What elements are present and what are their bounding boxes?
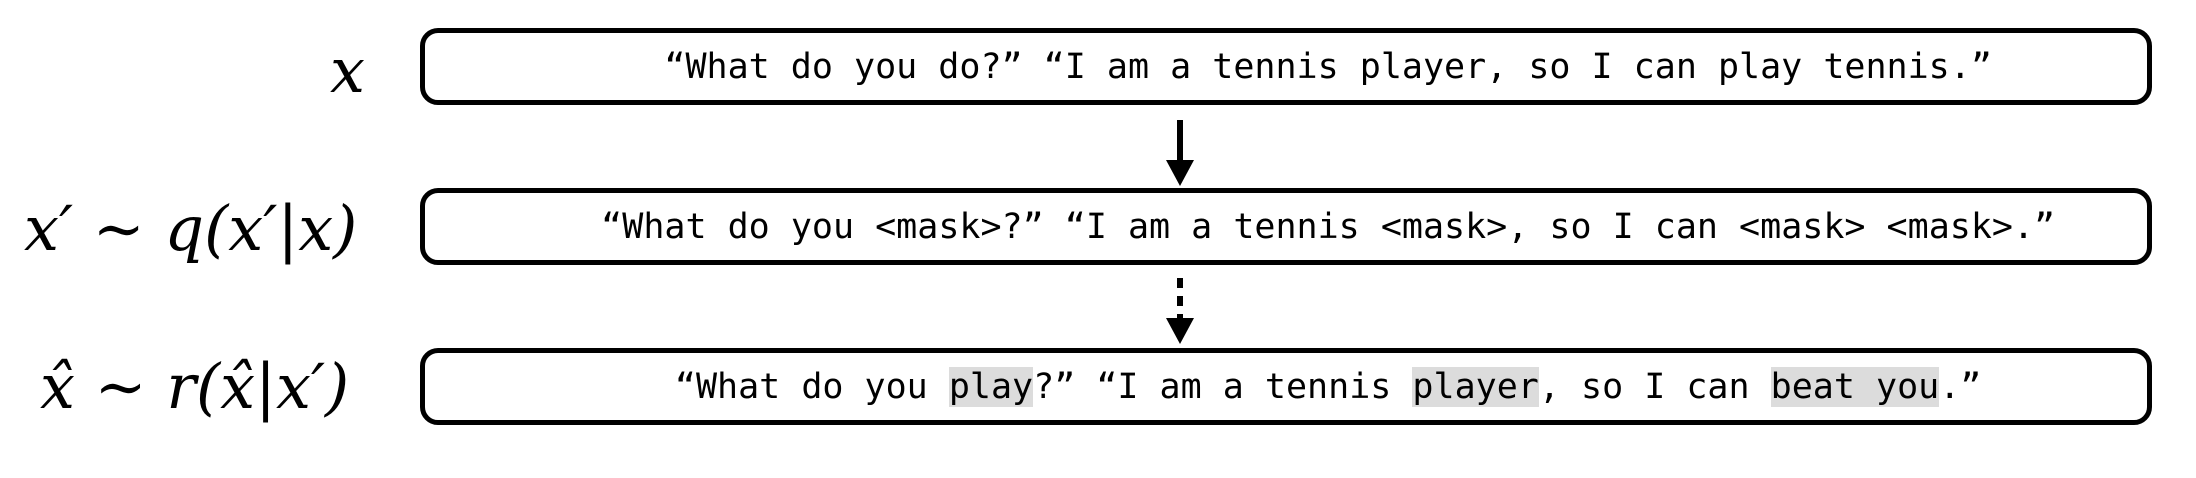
highlighted-segment: player [1412, 366, 1539, 407]
solid-arrow-icon [1166, 120, 1194, 186]
text-segment: “What do you <mask>?” “I am a tennis <ma… [601, 206, 2056, 247]
highlighted-segment: play [948, 366, 1034, 407]
text-segment: .” [1939, 366, 1982, 407]
text-box-original: “What do you do?” “I am a tennis player,… [420, 28, 2152, 105]
original-text: “What do you do?” “I am a tennis player,… [580, 7, 1992, 127]
dashed-arrow-icon [1166, 278, 1194, 344]
highlighted-segment: beat you [1770, 366, 1940, 407]
text-box-reconstructed: “What do you play?” “I am a tennis playe… [420, 348, 2152, 425]
text-segment: “What do you [674, 366, 949, 407]
row-label-x: x [330, 34, 365, 107]
text-segment: “What do you do?” “I am a tennis player,… [664, 46, 1992, 87]
reconstructed-text: “What do you play?” “I am a tennis playe… [591, 327, 1982, 447]
masked-text: “What do you <mask>?” “I am a tennis <ma… [517, 167, 2055, 287]
text-segment: ?” “I am a tennis [1033, 366, 1413, 407]
text-box-masked: “What do you <mask>?” “I am a tennis <ma… [420, 188, 2152, 265]
row-label-mask-distribution: x′ ∼ q(x′|x) [24, 192, 358, 265]
row-label-reconstruction-distribution: x̂ ∼ r(x̂|x′) [40, 350, 350, 423]
text-segment: , so I can [1538, 366, 1771, 407]
